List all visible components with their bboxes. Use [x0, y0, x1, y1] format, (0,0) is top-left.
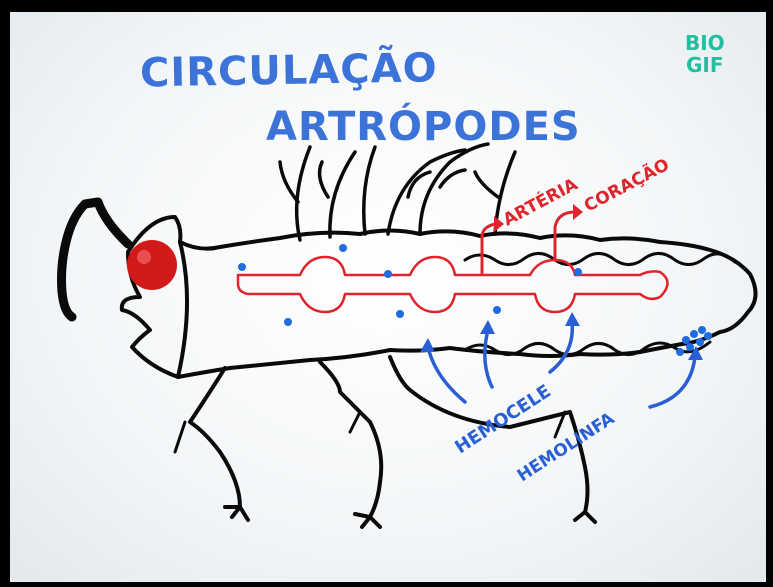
- hemocele-arrowhead-1: [420, 338, 435, 352]
- label-hemolinfa: HEMOLINFA: [514, 408, 619, 486]
- logo-line-1: BIO: [685, 31, 725, 55]
- hemocele-arrowhead-2: [480, 320, 495, 334]
- biogif-logo: BIO GIF: [685, 31, 725, 77]
- label-arteria: ARTÉRIA: [499, 172, 582, 230]
- logo-line-2: GIF: [686, 53, 724, 77]
- label-coracao: CORAÇÃO: [580, 152, 673, 216]
- arteria-arrow: [482, 224, 495, 274]
- title-line-2: ARTRÓPODES: [266, 102, 581, 150]
- leg-middle: [320, 362, 381, 527]
- eye-highlight: [137, 250, 151, 264]
- leg-front: [190, 368, 248, 520]
- hemolinfa-arrow: [650, 357, 695, 407]
- hemocele-arrow-1: [428, 347, 465, 402]
- antenna: [62, 202, 129, 317]
- abdomen-segments: [465, 253, 735, 264]
- compound-eye: [127, 240, 177, 290]
- title-line-1: CIRCULAÇÃO: [140, 42, 438, 96]
- whiteboard: CIRCULAÇÃO ARTRÓPODES BIO GIF: [10, 12, 766, 582]
- coracao-arrowhead: [573, 204, 583, 220]
- dorsal-vessel: [238, 257, 668, 312]
- neck-line: [178, 242, 187, 377]
- hemocele-arrowhead-3: [565, 312, 580, 326]
- hemocele-arrow-2: [485, 330, 492, 387]
- setae: [280, 144, 515, 240]
- diagram-canvas: CIRCULAÇÃO ARTRÓPODES BIO GIF: [10, 12, 766, 582]
